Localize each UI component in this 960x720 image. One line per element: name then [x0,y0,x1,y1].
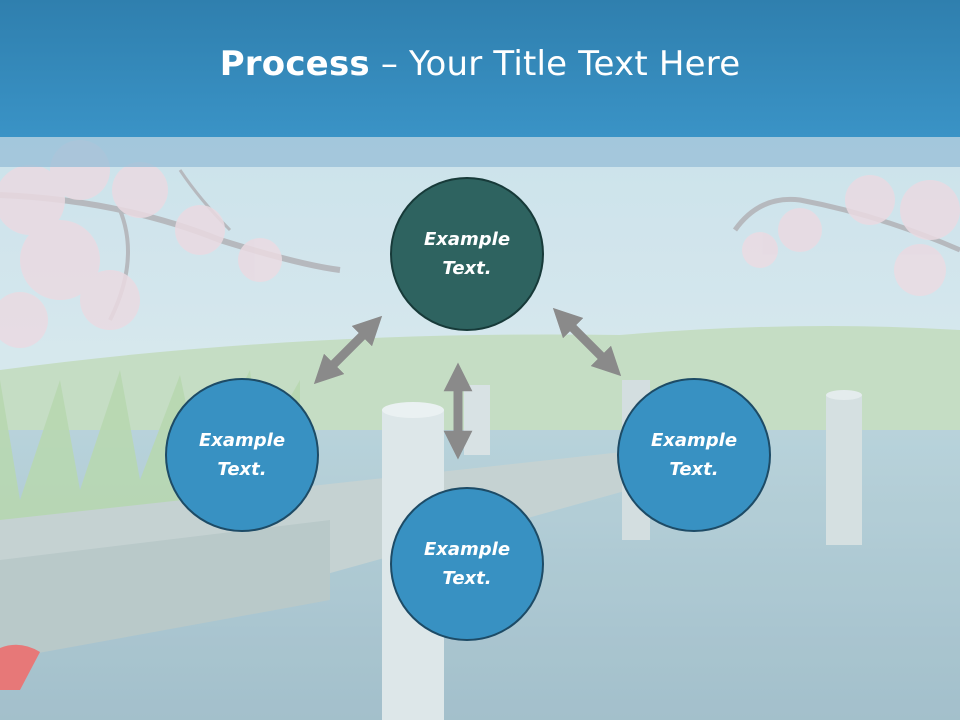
title-bar: Process – Your Title Text Here [0,0,960,137]
process-node-right: Example Text. [617,378,771,532]
double-arrow-icon [313,315,383,385]
node-text-line1: Example [650,430,738,451]
title-rest: – Your Title Text Here [369,43,741,84]
node-text-line1: Example [198,430,286,451]
node-text-line2: Text. [217,459,267,480]
title-band [0,137,960,167]
double-arrow-icon [552,307,622,377]
node-text-line2: Text. [442,258,492,279]
node-text-line1: Example [423,539,511,560]
slide-title: Process – Your Title Text Here [220,44,741,84]
process-node-top: Example Text. [390,177,544,331]
node-text-line2: Text. [669,459,719,480]
process-node-bottom: Example Text. [390,487,544,641]
node-text-line1: Example [423,229,511,250]
process-node-left: Example Text. [165,378,319,532]
node-text-line2: Text. [442,568,492,589]
title-bold: Process [219,43,370,84]
